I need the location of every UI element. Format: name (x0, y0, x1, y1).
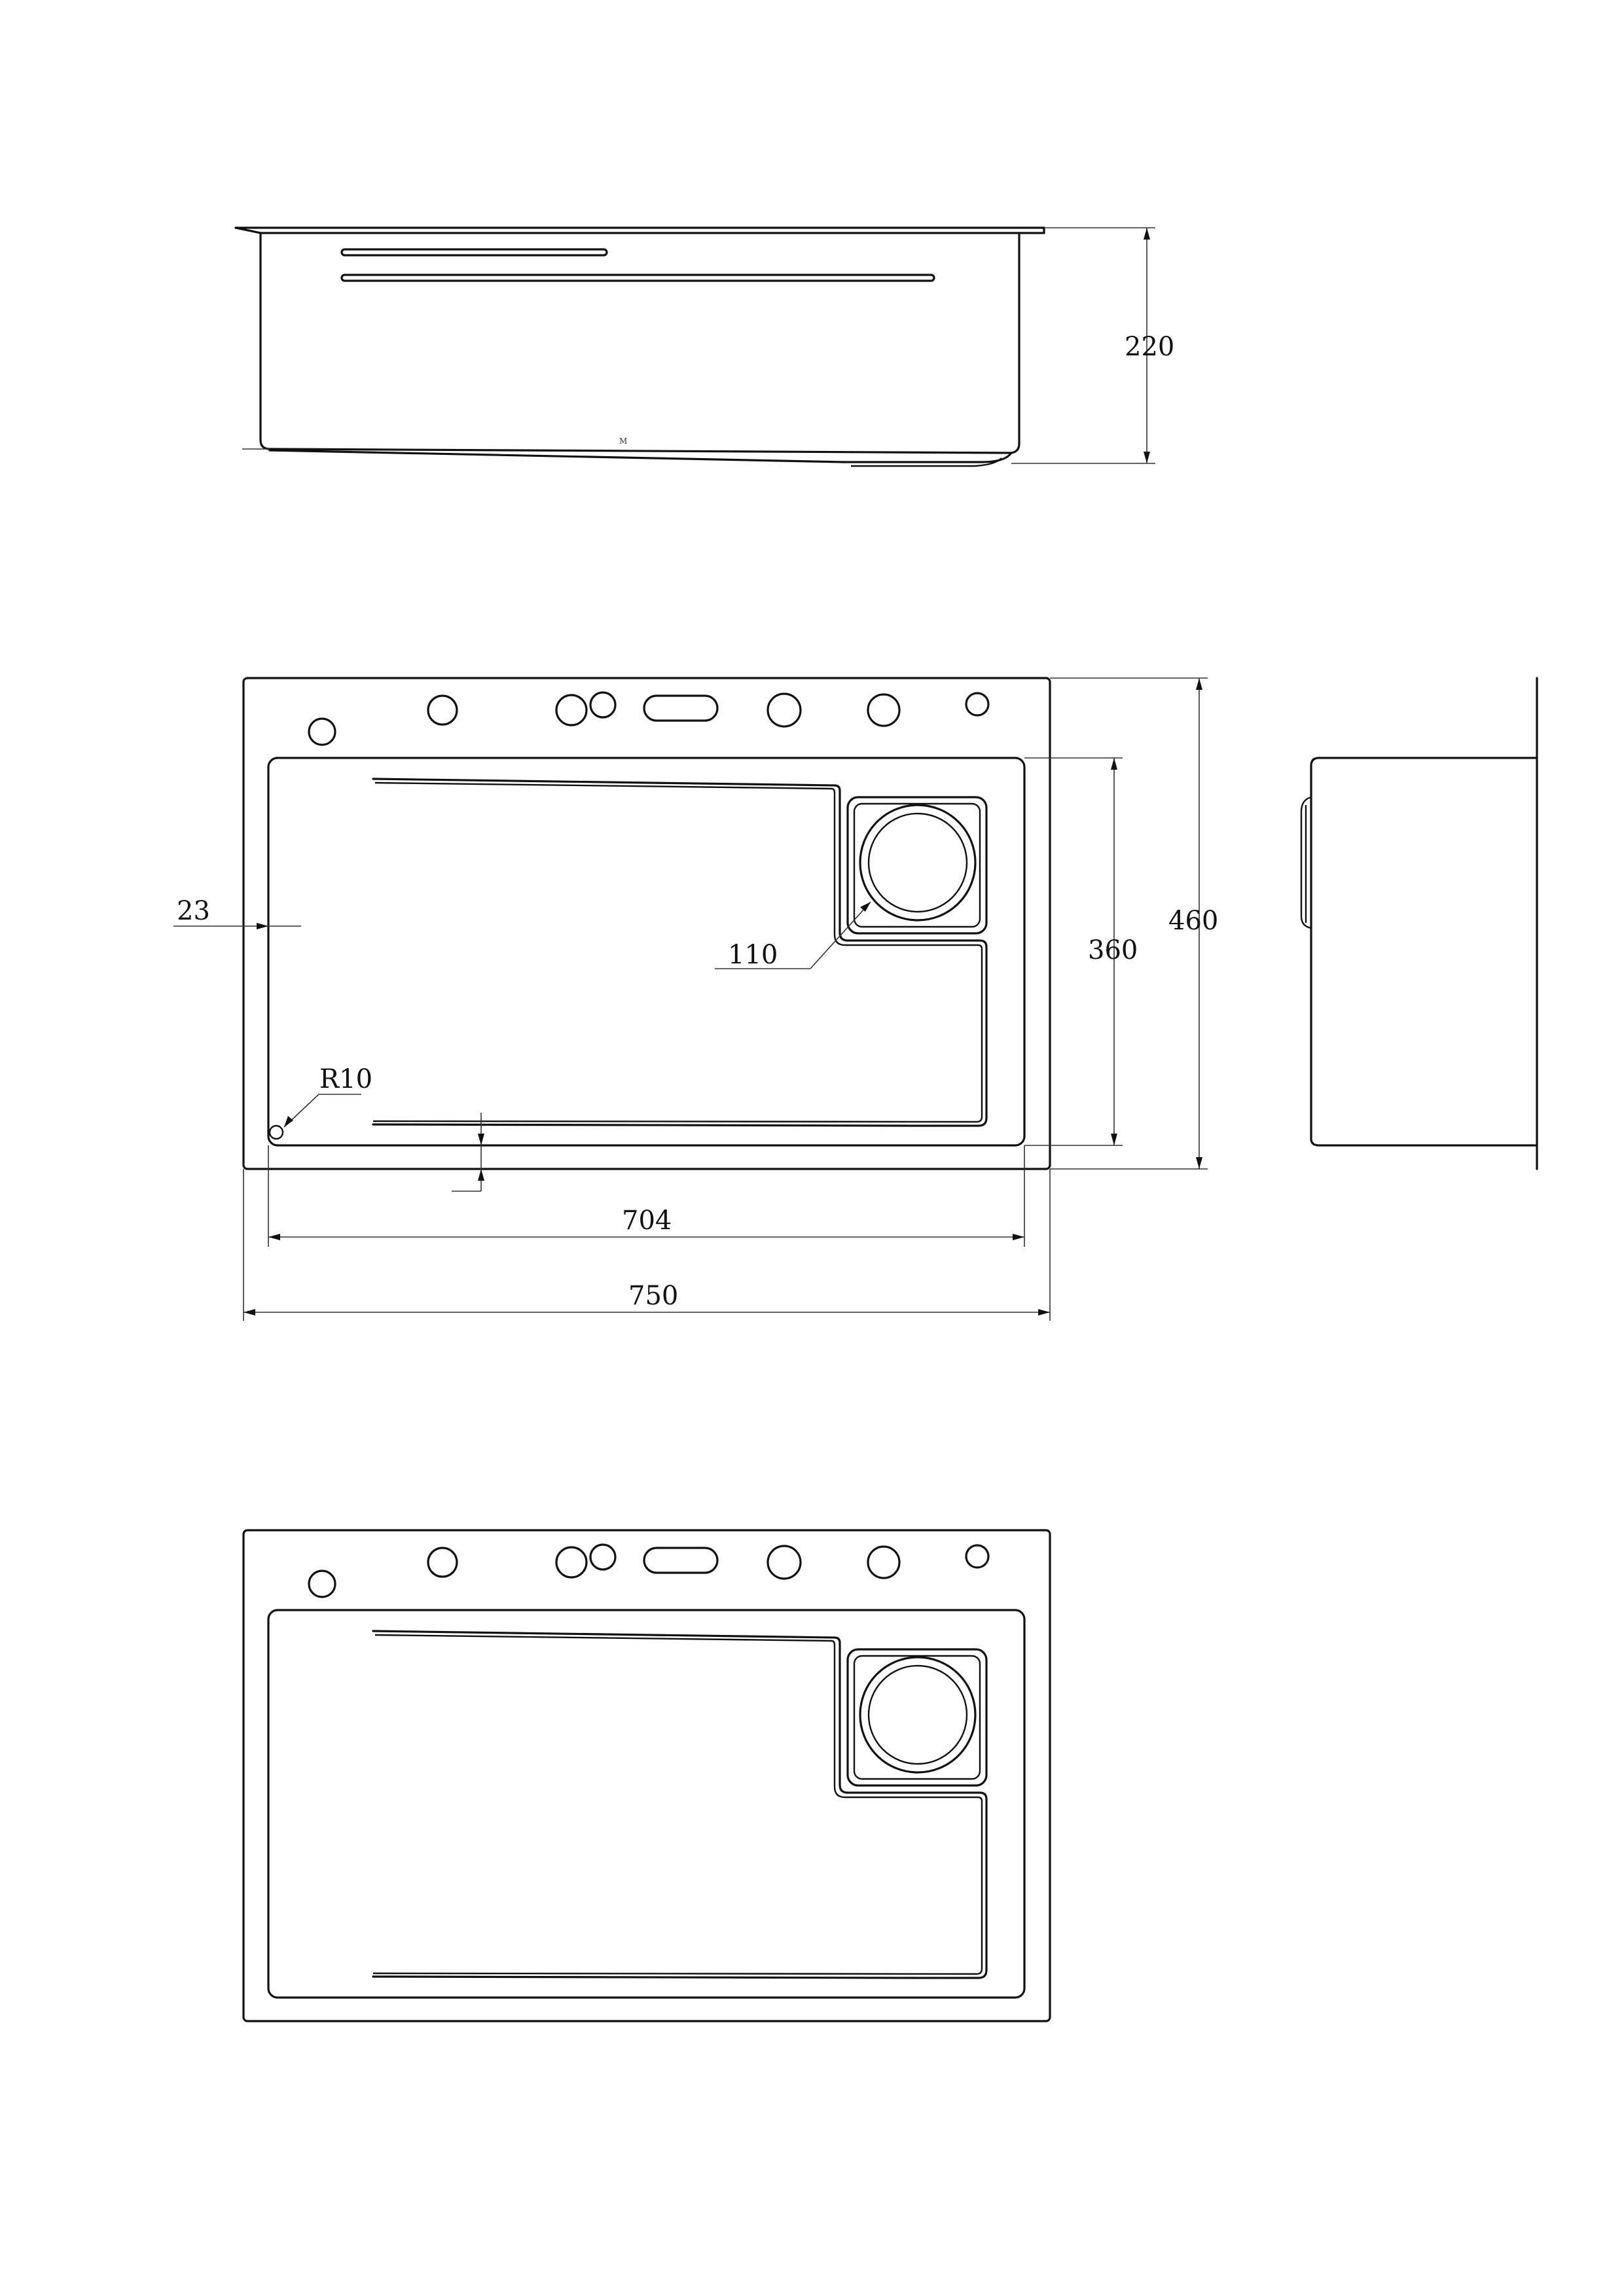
top-view-plain (242, 1529, 1051, 2022)
dim-drain-110: 110 (728, 940, 778, 970)
dim-bowl-704: 704 (622, 1206, 672, 1236)
drain-outer (859, 804, 977, 922)
dim-radius-r10: R10 (319, 1064, 372, 1094)
side-section-view: M 220 (234, 226, 1174, 467)
top-view-dimensioned: 23 110 R10 360 460 (173, 677, 1218, 1321)
dim-rim-23: 23 (177, 896, 210, 926)
dim-bowl-360: 360 (1088, 935, 1138, 965)
tap-hole (427, 694, 458, 726)
side-profile-view (1300, 677, 1538, 1170)
tap-hole (589, 691, 617, 719)
tap-hole (867, 693, 901, 727)
dim-height-220: 220 (1125, 332, 1174, 362)
tap-hole (555, 694, 588, 726)
tap-hole (767, 692, 802, 728)
dim-overall-750: 750 (628, 1281, 678, 1311)
drain-inner (867, 812, 968, 913)
tap-hole (308, 717, 336, 746)
slot-hole (643, 694, 719, 722)
dim-overall-460: 460 (1168, 906, 1218, 936)
tap-hole (965, 692, 990, 717)
side-view-mark: M (619, 437, 627, 446)
